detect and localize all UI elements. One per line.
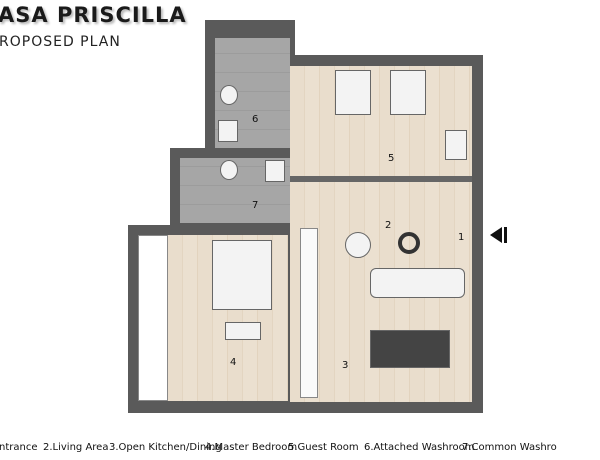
guest-bed-2 bbox=[390, 70, 426, 115]
sink-7 bbox=[265, 160, 285, 182]
entrance-marker bbox=[504, 227, 507, 243]
guest-bed-1 bbox=[335, 70, 371, 115]
room-number: 3 bbox=[342, 360, 349, 371]
legend-item: 3.Open Kitchen/Dining bbox=[109, 442, 222, 453]
legend-item: 6.Attached Washroom bbox=[364, 442, 475, 453]
legend-item: 7.Common Washro bbox=[462, 442, 557, 453]
room-number: 7 bbox=[252, 200, 259, 211]
round-table bbox=[398, 232, 420, 254]
plan-subtitle: ROPOSED PLAN bbox=[0, 34, 121, 50]
sink-6 bbox=[218, 120, 238, 142]
legend-item: 2.Living Area bbox=[43, 442, 109, 453]
armchair bbox=[345, 232, 371, 258]
toilet-6 bbox=[220, 85, 238, 105]
master-bed bbox=[212, 240, 272, 310]
kitchen-counter bbox=[300, 228, 318, 398]
room-number: 2 bbox=[385, 220, 392, 231]
toilet-7 bbox=[220, 160, 238, 180]
dining-table bbox=[370, 330, 450, 368]
legend-item: 5.Guest Room bbox=[288, 442, 359, 453]
desk bbox=[445, 130, 467, 160]
wardrobe bbox=[138, 235, 168, 401]
legend-item: ntrance bbox=[0, 442, 38, 453]
room-number: 1 bbox=[458, 232, 465, 243]
entrance-arrow-icon bbox=[490, 227, 502, 243]
room-number: 4 bbox=[230, 357, 237, 368]
bench bbox=[225, 322, 261, 340]
plan-title: ASA PRISCILLA bbox=[0, 3, 187, 27]
legend-item: 4.Master Bedroom bbox=[205, 442, 298, 453]
room-number: 6 bbox=[252, 114, 259, 125]
sofa bbox=[370, 268, 465, 298]
room-number: 5 bbox=[388, 153, 395, 164]
guest-room-partition bbox=[290, 176, 472, 182]
